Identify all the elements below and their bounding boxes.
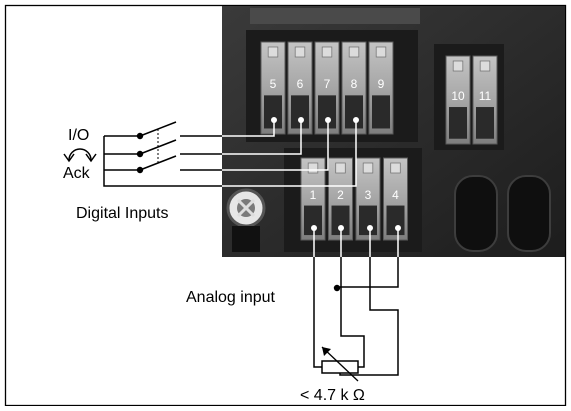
terminal-label-10: 10	[451, 89, 465, 103]
wire-terminal-4	[336, 257, 399, 291]
terminal-label-4: 4	[392, 188, 399, 202]
terminal-label-5: 5	[270, 77, 277, 91]
label-analog-input: Analog input	[186, 289, 276, 306]
terminal-label-6: 6	[297, 77, 304, 91]
terminal-label-7: 7	[324, 77, 331, 91]
digital-input-wiring	[103, 117, 359, 187]
common-bus-wire	[103, 136, 222, 187]
terminal-11: 11	[472, 55, 498, 145]
label-digital-inputs: Digital Inputs	[76, 205, 169, 222]
terminal-4: 4	[383, 157, 408, 241]
terminal-group-upper-left: 5 6 7 8 9	[260, 41, 394, 135]
potentiometer-arrow	[321, 346, 359, 382]
wire-terminal-1	[313, 257, 322, 368]
bus-wire-to-terminal-8	[222, 118, 357, 187]
socket-1	[454, 175, 498, 252]
label-io: I/O	[68, 127, 89, 144]
toggle-arrows-icon	[63, 148, 97, 163]
terminal-10: 10	[445, 55, 471, 145]
wire-terminal-3	[339, 257, 399, 376]
screw-post	[232, 226, 260, 252]
terminal-label-8: 8	[351, 77, 358, 91]
wire-terminal-2	[340, 257, 365, 368]
terminal-group-upper-right: 10 11	[445, 55, 498, 145]
wire-to-terminal-7	[222, 118, 329, 171]
screw-icon	[226, 188, 266, 228]
terminal-9: 9	[368, 41, 394, 135]
terminal-6: 6	[287, 41, 313, 135]
wire-to-terminal-6	[222, 118, 302, 155]
terminal-7: 7	[314, 41, 340, 135]
terminal-label-1: 1	[310, 188, 317, 202]
analog-input-wiring	[311, 225, 401, 382]
label-ack: Ack	[63, 165, 91, 182]
terminal-label-11: 11	[479, 89, 492, 103]
terminal-3: 3	[355, 157, 381, 241]
label-resistor-value: < 4.7 k Ω	[300, 387, 365, 404]
socket-2	[507, 175, 551, 252]
terminal-label-9: 9	[378, 77, 385, 91]
potentiometer	[321, 360, 359, 374]
terminal-label-3: 3	[365, 188, 372, 202]
panel-top-ridge	[250, 8, 420, 24]
terminal-group-lower: 1 2 3 4	[300, 157, 408, 241]
wire-to-terminal-5	[222, 118, 275, 137]
terminal-label-2: 2	[337, 188, 344, 202]
junction-dot	[333, 284, 341, 292]
